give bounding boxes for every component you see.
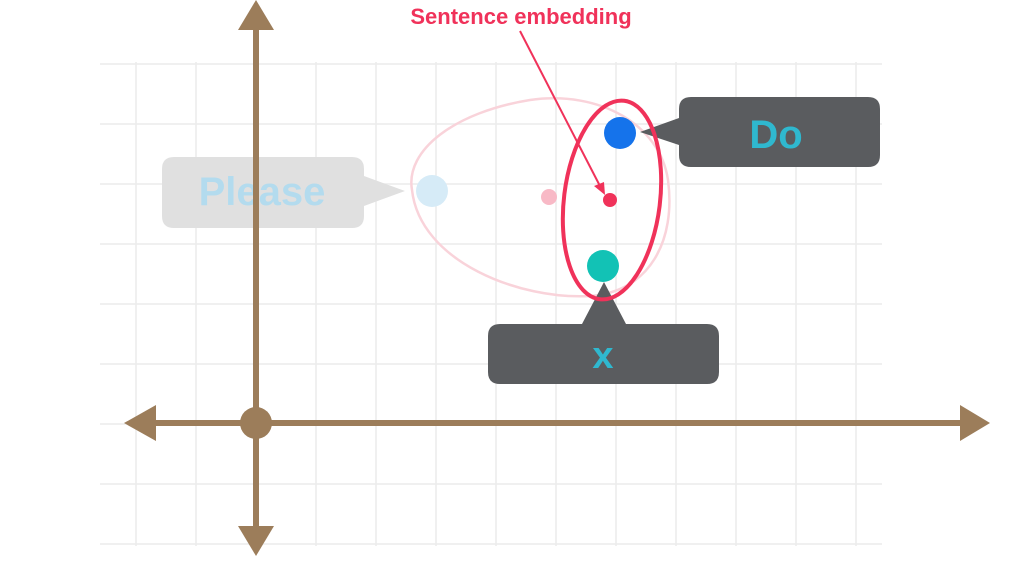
x-label: x — [592, 335, 613, 377]
please-label: Please — [199, 170, 326, 214]
annotation-arrow — [519, 30, 605, 195]
please-token-dot — [416, 175, 448, 207]
do-bubble — [640, 97, 880, 167]
previous-cluster-outline — [410, 97, 671, 298]
origin-dot — [240, 407, 272, 439]
y-axis-arrow-down — [238, 526, 274, 556]
please-token-callout: Please — [162, 157, 405, 228]
x-token-dot — [587, 250, 619, 282]
previous-embedding-dot — [541, 189, 557, 205]
do-token-dot — [604, 117, 636, 149]
x-bubble — [488, 282, 719, 384]
axes — [124, 0, 990, 556]
x-axis-arrow-left — [124, 405, 156, 441]
y-axis-arrow-up — [238, 0, 274, 30]
sentence-embedding-label: Sentence embedding — [410, 4, 631, 29]
do-token-callout: Do — [640, 97, 880, 167]
current-cluster-outline — [560, 98, 664, 302]
x-token-callout: x — [488, 282, 719, 384]
please-bubble — [162, 157, 405, 228]
x-axis-arrow-right — [960, 405, 990, 441]
sentence-embedding-dot — [603, 193, 617, 207]
do-label: Do — [749, 113, 802, 157]
